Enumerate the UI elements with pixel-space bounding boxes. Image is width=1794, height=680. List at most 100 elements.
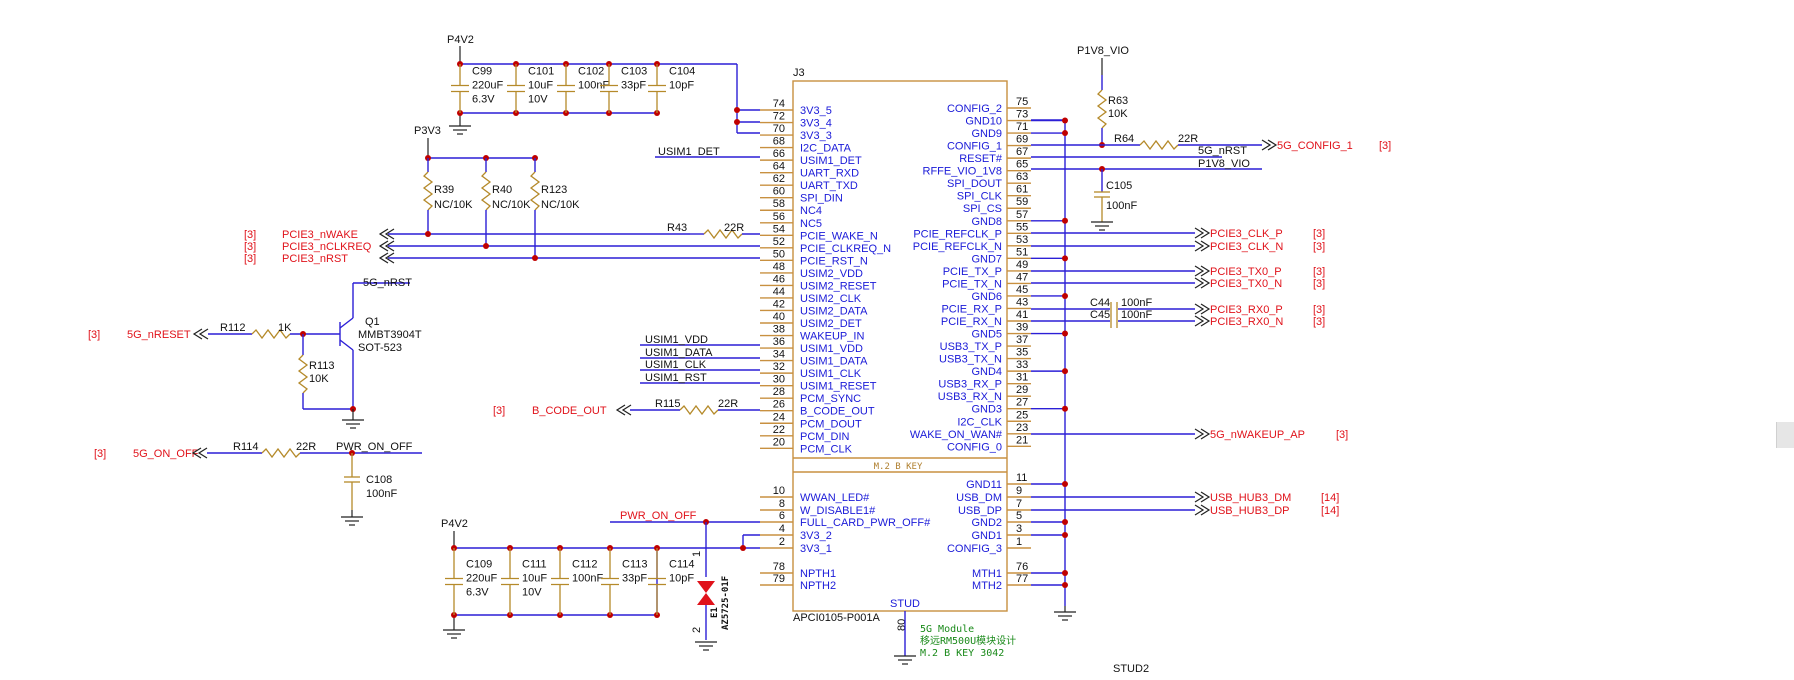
r63-value: 10K [1108, 108, 1128, 120]
q1-part: MMBT3904T [358, 329, 422, 341]
e1-tvs-upper [697, 581, 715, 593]
r43-value: 22R [724, 222, 744, 234]
junction [483, 243, 489, 249]
r112-ref: R112 [220, 322, 245, 334]
j3-right-pin-name: PCIE_REFCLK_N [913, 241, 1002, 253]
net-flag-arrow [621, 404, 632, 416]
wire [339, 339, 354, 351]
j3-right-pin-name: GND7 [971, 253, 1002, 265]
pullup-resistor [480, 171, 492, 211]
junction [734, 107, 740, 113]
j3-right-pin-name: GND3 [971, 404, 1002, 416]
j3-left-pin-name: 3V3_1 [800, 543, 832, 555]
j3-left-pin-name: W_DISABLE1# [800, 505, 876, 517]
j3-right-pin-number: 7 [1016, 498, 1022, 510]
e1-ref: E1 [710, 607, 720, 618]
net-flag-arrow [1200, 428, 1211, 440]
cap-value: 33pF [622, 573, 647, 585]
e1-part: AZ5725-01F [721, 576, 731, 630]
pullup-ref: R39 [434, 184, 454, 196]
right-net-name: PCIE3_TX0_N [1210, 278, 1282, 290]
junction [1062, 519, 1068, 525]
net-flag-arrow [1200, 227, 1211, 239]
pullup-value: NC/10K [541, 199, 580, 211]
right-net-name: USB_HUB3_DP [1210, 505, 1289, 517]
j3-right-pin-name: GND9 [971, 128, 1002, 140]
j3-right-pin-name: USB3_TX_P [940, 341, 1002, 353]
junction [1062, 330, 1068, 337]
junction [532, 255, 538, 261]
cap-ref: C101 [528, 66, 554, 78]
right-net-ref: [3] [1313, 278, 1325, 290]
j3-left-pin-name: USIM1_VDD [800, 343, 863, 355]
pwr-on-off-red-net: PWR_ON_OFF [620, 510, 697, 522]
cap-ref: C102 [578, 66, 604, 78]
c44-value: 100nF [1121, 297, 1152, 309]
left-net-name: B_CODE_OUT [532, 405, 607, 417]
p3v3-label: P3V3 [414, 125, 441, 137]
j3-left-pin-number: 50 [773, 248, 785, 260]
usim1-data-net: USIM1_DATA [645, 347, 713, 359]
j3-right-pin-number: 73 [1016, 109, 1028, 121]
polyline [251, 328, 291, 340]
j3-left-pin-name: I2C_DATA [800, 143, 852, 155]
j3-left-pin-number: 48 [773, 261, 785, 273]
junction [740, 545, 746, 551]
p4v2-top-label: P4V2 [447, 34, 474, 46]
j3-right-pin-number: 21 [1016, 434, 1028, 446]
j3-left-pin-name: NC4 [800, 205, 822, 217]
e1-tvs-lower [697, 593, 715, 605]
junction [1062, 481, 1068, 487]
j3-right-pin-name: GND8 [971, 216, 1002, 228]
pullup-value: NC/10K [492, 199, 531, 211]
net-flag-arrow [384, 240, 395, 252]
j3-left-pin-name: NPTH1 [800, 568, 836, 580]
r64-ref: R64 [1114, 133, 1134, 145]
j3-right-pin-number: 57 [1016, 209, 1028, 221]
j3-left-pin-name: 3V3_4 [800, 118, 832, 130]
j3-right-pin-name: USB3_TX_N [939, 354, 1002, 366]
polyline [703, 228, 743, 240]
right-net-name: PCIE3_RX0_N [1210, 316, 1283, 328]
j3-left-pin-name: USIM1_DET [800, 155, 862, 167]
net-flag-arrow [615, 404, 626, 416]
j3-right-pin-name: GND5 [971, 329, 1002, 341]
right-net-name: 5G_nWAKEUP_AP [1210, 429, 1305, 441]
j3-right-pin-name: CONFIG_0 [947, 441, 1002, 453]
j3-left-pin-number: 52 [773, 236, 785, 248]
j3-right-pin-number: 33 [1016, 359, 1028, 371]
pcie-left-nets [388, 228, 760, 261]
j3-right-pin-number: 37 [1016, 334, 1028, 346]
j3-left-pin-name: 3V3_2 [800, 530, 832, 542]
pullup-ref: R40 [492, 184, 512, 196]
j3-right-pin-number: 61 [1016, 184, 1028, 196]
net-flag-arrow [1194, 240, 1205, 252]
junction [1062, 292, 1068, 299]
j3-left-pin-number: 6 [779, 510, 785, 522]
p1v8-vio-label: P1V8_VIO [1077, 45, 1129, 57]
j3-left-pin-name: 3V3_3 [800, 130, 832, 142]
j3-left-pin-name: PCM_DOUT [800, 418, 862, 430]
cap-ref: C114 [669, 559, 694, 571]
top-cap-bank: C99220uF6.3VC10110uF10VC102100nFC10333pF… [451, 61, 695, 116]
q1-package: SOT-523 [358, 342, 402, 354]
right-net-ref: [3] [1313, 316, 1325, 328]
j3-left-pin-name: NC5 [800, 218, 822, 230]
q1-ref: Q1 [365, 316, 380, 328]
j3-left-pin-number: 44 [773, 286, 785, 298]
polyline [261, 447, 301, 459]
j3-right-pin-number: 43 [1016, 296, 1028, 308]
right-net-name: 5G_CONFIG_1 [1277, 140, 1353, 152]
gnd-taps [1031, 117, 1068, 588]
j3-right-pin-name: USB3_RX_P [938, 379, 1002, 391]
right-net-name: USB_HUB3_DM [1210, 492, 1291, 504]
cap-value: 220uF [466, 573, 497, 585]
scrollbar-thumb[interactable] [1776, 422, 1794, 448]
j3-left-pin-name: USIM2_DATA [800, 305, 868, 317]
net-flag-arrow [1200, 491, 1211, 503]
net-flag-arrow [1194, 491, 1205, 503]
q1-transistor-symbol [339, 282, 410, 409]
net-flag-arrow [1194, 428, 1205, 440]
net-flag-arrow [198, 328, 209, 340]
